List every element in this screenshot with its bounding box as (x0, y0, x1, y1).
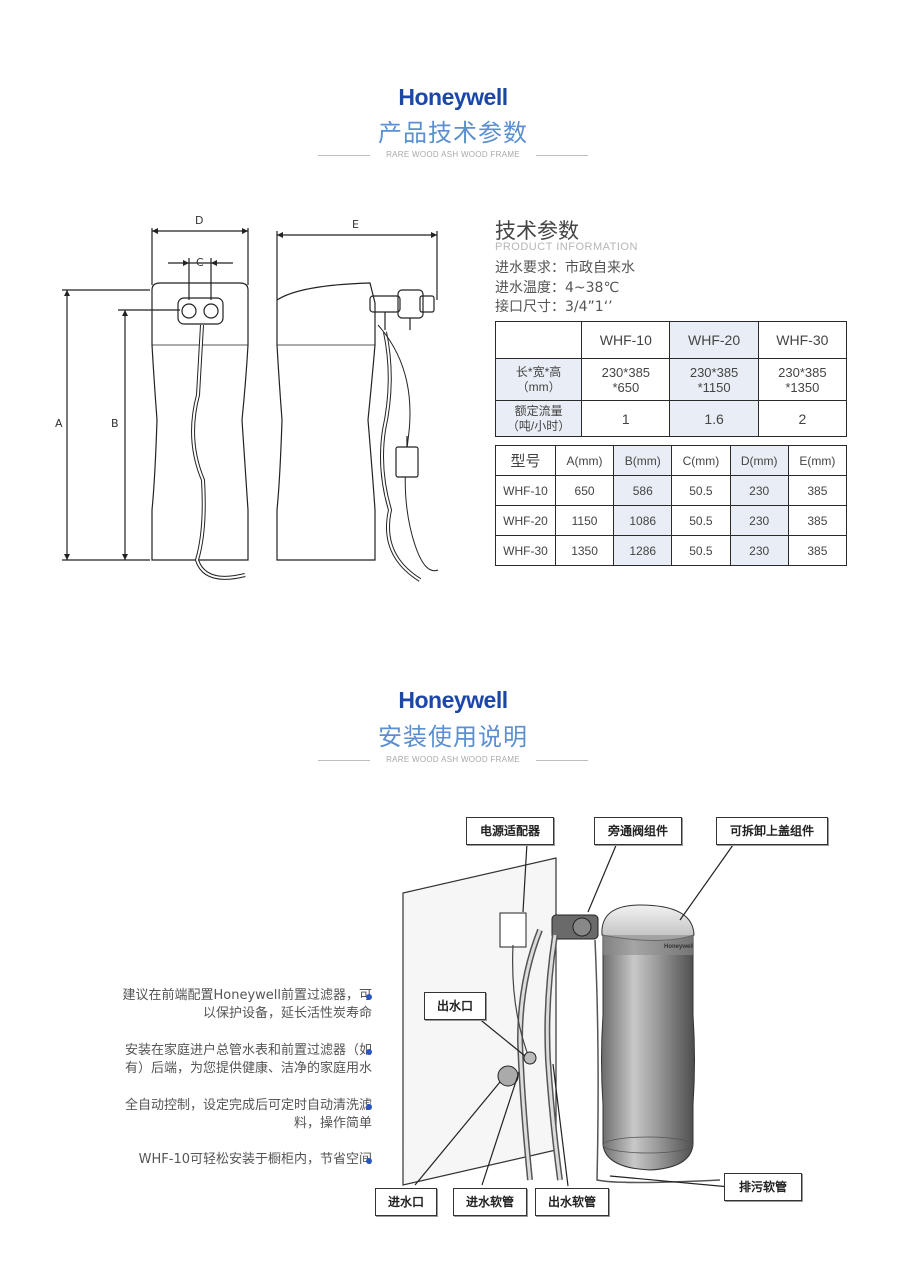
divider-left (318, 760, 370, 761)
rule-caption: RARE WOOD ASH WOOD FRAME (386, 755, 520, 764)
feature-bullet: WHF-10可轻松安装于橱柜内，节省空间 (139, 1151, 372, 1169)
table-cell: 2 (757, 400, 848, 437)
table-cell: 230 (729, 535, 789, 566)
feature-bullet: 安装在家庭进户总管水表和前置过滤器（如 有）后端，为您提供健康、洁净的家庭用水 (125, 1042, 372, 1078)
specs-subheading: PRODUCT INFORMATION (495, 241, 638, 253)
spec-line-water-source: 进水要求：市政自来水 (495, 260, 635, 276)
callout-water-inlet: 进水口 (375, 1188, 437, 1216)
table-corner (494, 321, 583, 359)
model-spec-table: WHF-10 WHF-20 WHF-30 长*宽*高 （mm） 230*385 … (494, 321, 848, 437)
table-cell: 1 (581, 400, 671, 437)
cell-line: *1150 (697, 379, 731, 395)
bullet-dot-icon (366, 1049, 372, 1055)
product-logo: Honeywell (664, 944, 694, 950)
table-cell: 1150 (554, 505, 615, 536)
callout-top-cover: 可拆卸上盖组件 (716, 817, 828, 845)
table-header-cell: WHF-20 (669, 321, 759, 359)
table-header-cell: A(mm) (554, 445, 615, 476)
dim-label-a: A (55, 417, 63, 430)
table-row-label: 长*宽*高 （mm） (494, 358, 583, 401)
table-header-cell: 型号 (495, 445, 556, 476)
section-title: 安装使用说明 (378, 723, 528, 751)
table-cell: 230*385 *1350 (757, 358, 848, 401)
table-cell: 1286 (613, 535, 673, 566)
dim-label-c: C (196, 256, 204, 269)
feature-bullet: 全自动控制，设定完成后可定时自动清洗滤 料，操作简单 (125, 1097, 372, 1133)
table-row: WHF-30 1350 1286 50.5 230 385 (495, 535, 848, 566)
bullet-line: 建议在前端配置Honeywell前置过滤器，可 (122, 988, 372, 1003)
table-row: WHF-10 650 586 50.5 230 385 (495, 475, 848, 506)
cell-line: *1350 (785, 379, 820, 395)
installation-illustration (402, 842, 734, 1188)
spec-line-water-temp: 进水温度：4~38℃ (495, 280, 620, 296)
table-cell: 385 (787, 475, 848, 506)
callout-inlet-hose: 进水软管 (453, 1188, 527, 1216)
table-cell: 50.5 (671, 505, 731, 536)
table-cell: 385 (787, 505, 848, 536)
rule-caption: RARE WOOD ASH WOOD FRAME (386, 150, 520, 159)
specs-heading: 技术参数 (495, 219, 579, 243)
row-label-line: 长*宽*高 (515, 364, 562, 379)
table-row: WHF-20 1150 1086 50.5 230 385 (495, 505, 848, 536)
callout-bypass-valve: 旁通阀组件 (594, 817, 682, 845)
bullet-line: 料，操作简单 (293, 1116, 372, 1131)
table-header-cell: B(mm) (613, 445, 673, 476)
spec-line-connector-size: 接口尺寸：3/4”1‘’ (495, 299, 613, 315)
cell-line: *650 (612, 379, 640, 395)
cell-line: 230*385 (689, 364, 739, 380)
table-header-cell: WHF-30 (757, 321, 848, 359)
table-header-cell: WHF-10 (581, 321, 671, 359)
table-cell: WHF-10 (495, 475, 556, 506)
row-label-line: （吨/小时） (506, 418, 571, 433)
brand-logo: Honeywell (398, 84, 508, 110)
table-cell: WHF-20 (495, 505, 556, 536)
callout-water-outlet: 出水口 (424, 992, 486, 1020)
table-cell: 230*385 *1150 (669, 358, 759, 401)
bullet-line: 全自动控制，设定完成后可定时自动清洗滤 (124, 1098, 372, 1113)
divider-right (536, 155, 588, 156)
section-title: 产品技术参数 (378, 119, 528, 147)
row-label-line: （mm） (516, 379, 561, 394)
dimension-table: 型号 A(mm) B(mm) C(mm) D(mm) E(mm) WHF-10 … (495, 445, 848, 566)
table-cell: 1.6 (669, 400, 759, 437)
dimension-diagram (62, 228, 439, 582)
table-cell: 50.5 (671, 475, 731, 506)
bullet-line: 安装在家庭进户总管水表和前置过滤器（如 (124, 1043, 372, 1058)
table-cell: 230*385 *650 (581, 358, 671, 401)
divider-left (318, 155, 370, 156)
bullet-line: 有）后端，为您提供健康、洁净的家庭用水 (124, 1061, 372, 1076)
table-cell: 1350 (554, 535, 615, 566)
cell-line: 230*385 (778, 364, 827, 380)
table-row-label: 额定流量 （吨/小时） (494, 400, 583, 437)
brand-logo: Honeywell (398, 687, 508, 713)
table-cell: 1086 (613, 505, 673, 536)
callout-outlet-hose: 出水软管 (535, 1188, 609, 1216)
table-cell: 586 (613, 475, 673, 506)
table-cell: 50.5 (671, 535, 731, 566)
bullet-line: 以保护设备，延长活性炭寿命 (202, 1006, 372, 1021)
table-cell: WHF-30 (495, 535, 556, 566)
table-header-cell: D(mm) (729, 445, 789, 476)
dim-label-b: B (111, 417, 119, 430)
table-header-cell: C(mm) (671, 445, 731, 476)
bullet-line: WHF-10可轻松安装于橱柜内，节省空间 (138, 1152, 372, 1167)
bullet-dot-icon (366, 1104, 372, 1110)
table-cell: 650 (554, 475, 615, 506)
dim-label-d: D (195, 214, 204, 227)
feature-bullet: 建议在前端配置Honeywell前置过滤器，可 以保护设备，延长活性炭寿命 (122, 987, 372, 1023)
callout-power-adapter: 电源适配器 (466, 817, 554, 845)
dim-label-e: E (352, 218, 359, 231)
table-header-cell: E(mm) (787, 445, 848, 476)
bullet-dot-icon (366, 994, 372, 1000)
divider-right (536, 760, 588, 761)
bullet-dot-icon (366, 1158, 372, 1164)
row-label-line: 额定流量 (514, 403, 563, 418)
table-cell: 230 (729, 505, 789, 536)
table-cell: 385 (787, 535, 848, 566)
cell-line: 230*385 (601, 364, 651, 380)
callout-drain-hose: 排污软管 (724, 1173, 802, 1201)
table-cell: 230 (729, 475, 789, 506)
